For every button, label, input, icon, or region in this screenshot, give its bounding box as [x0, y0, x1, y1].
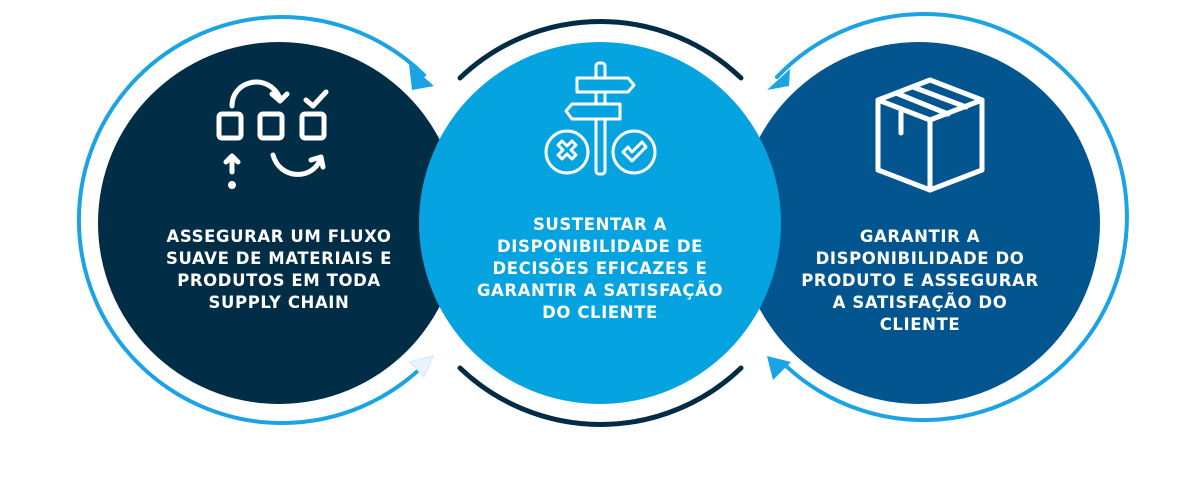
right-cycle-arrow [775, 12, 1129, 423]
middle-bottom-arc [457, 365, 744, 427]
signpost-decision-icon [544, 61, 657, 176]
circle-step-3 [738, 42, 1100, 404]
arrow-head-left-bottom [409, 355, 434, 378]
step-3-label: GARANTIR A DISPONIBILIDADE DO PRODUTO E … [801, 227, 1039, 334]
step-1-label: ASSEGURAR UM FLUXO SUAVE DE MATERIAIS E … [165, 227, 392, 312]
arrow-head-right-top [767, 69, 790, 90]
step-2-label: SUSTENTAR A DISPONIBILIDADE DE DECISÕES … [476, 215, 724, 322]
workflow-process-icon [216, 79, 329, 189]
box-package-icon [875, 77, 985, 193]
left-cycle-arrow [76, 15, 427, 425]
arrow-head-left-top [409, 64, 434, 90]
arrow-head-right-bottom [767, 356, 791, 380]
middle-top-arc [457, 19, 744, 81]
circle-step-2 [419, 42, 781, 404]
circle-step-1 [98, 42, 460, 404]
